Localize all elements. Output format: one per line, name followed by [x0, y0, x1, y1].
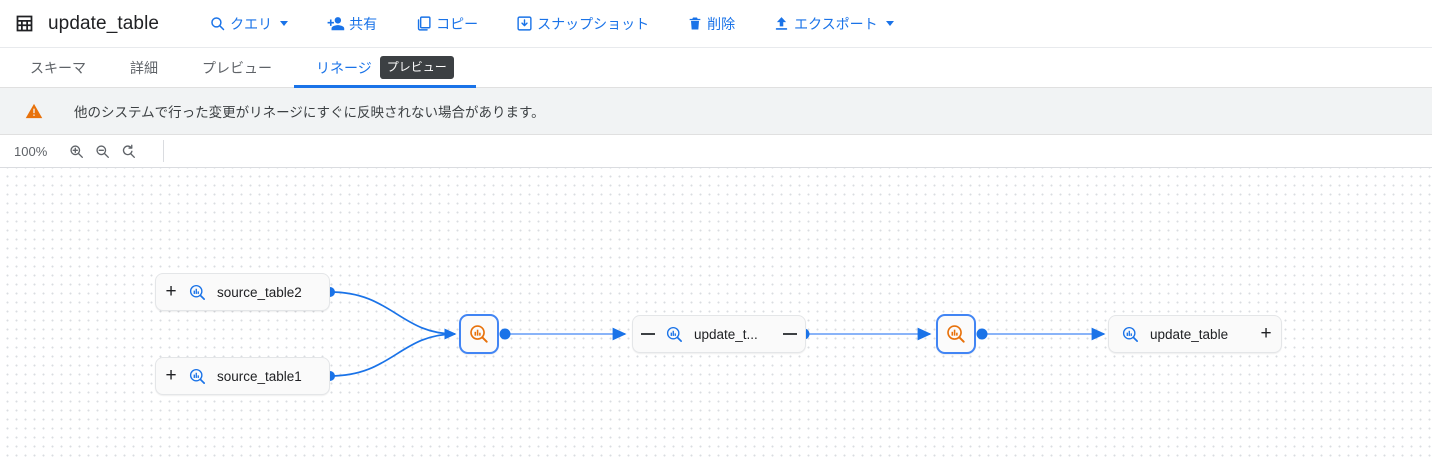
expand-toggle[interactable]: + [1260, 323, 1272, 344]
minus-icon [783, 333, 797, 335]
query-label: クエリ [230, 15, 273, 32]
node-label: source_table2 [217, 284, 302, 300]
bigquery-table-icon [188, 283, 207, 302]
edge-port-out [499, 328, 511, 340]
node-label: update_table [1150, 326, 1229, 342]
collapse-toggle-left[interactable] [633, 333, 663, 335]
tab-details-label: 詳細 [130, 59, 158, 76]
tab-schema-label: スキーマ [30, 59, 86, 76]
lineage-node-source-table1[interactable]: + source_table1 [155, 357, 330, 395]
upload-icon [773, 15, 790, 32]
bigquery-table-icon [665, 325, 684, 344]
node-label: update_t... [694, 326, 758, 342]
zoom-reset-icon[interactable] [115, 138, 141, 164]
edge-source1-process1 [329, 328, 457, 377]
collapse-toggle-right[interactable] [775, 333, 805, 335]
zoom-in-icon[interactable] [63, 138, 89, 164]
page-title: update_table [48, 12, 160, 34]
toolbar-divider [163, 140, 165, 162]
chevron-down-icon [280, 21, 289, 26]
toolbar-actions: クエリ 共有 コピー [199, 8, 904, 40]
preview-badge: プレビュー [379, 56, 454, 79]
delete-label: 削除 [707, 15, 736, 32]
tab-details[interactable]: 詳細 [108, 48, 180, 87]
copy-button[interactable]: コピー [405, 8, 488, 40]
tab-lineage[interactable]: リネージ プレビュー [294, 48, 476, 88]
expand-toggle[interactable]: + [165, 365, 177, 386]
node-label: source_table1 [217, 368, 302, 384]
chevron-down-icon [885, 21, 894, 26]
snapshot-button[interactable]: スナップショット [506, 8, 659, 40]
share-button[interactable]: 共有 [316, 8, 387, 40]
tab-preview-label: プレビュー [202, 59, 272, 76]
export-button[interactable]: エクスポート [763, 8, 904, 40]
zoom-toolbar: 100% [0, 135, 1432, 168]
copy-icon [415, 15, 432, 32]
lineage-warning-banner: 他のシステムで行った変更がリネージにすぐに反映されない場合があります。 [0, 88, 1432, 135]
snapshot-icon [516, 15, 533, 32]
lineage-canvas[interactable]: + source_table2 + [0, 168, 1432, 462]
minus-icon [641, 333, 655, 335]
person-add-icon [326, 15, 345, 32]
warning-triangle-icon [25, 103, 43, 119]
tab-lineage-label: リネージ [316, 59, 372, 76]
warning-text: 他のシステムで行った変更がリネージにすぐに反映されない場合があります。 [74, 105, 545, 120]
tab-bar: スキーマ 詳細 プレビュー リネージ プレビュー [0, 48, 1432, 88]
tab-schema[interactable]: スキーマ [8, 48, 108, 87]
search-icon [209, 15, 226, 32]
bigquery-job-icon [945, 323, 967, 345]
table-grid-icon [12, 12, 36, 36]
page-header: update_table クエリ 共有 [0, 0, 1432, 48]
tab-preview[interactable]: プレビュー [180, 48, 294, 87]
zoom-level-label: 100% [14, 143, 48, 159]
delete-button[interactable]: 削除 [677, 8, 745, 40]
lineage-node-update-t-mid[interactable]: update_t... [632, 315, 806, 353]
edge-source2-process1 [329, 291, 457, 340]
query-button[interactable]: クエリ [199, 8, 298, 40]
bigquery-job-icon [468, 323, 490, 345]
bigquery-table-icon [188, 367, 207, 386]
lineage-node-process-1[interactable] [459, 314, 499, 354]
bigquery-table-icon [1121, 325, 1140, 344]
lineage-node-process-2[interactable] [936, 314, 976, 354]
edge-port-out [976, 328, 988, 340]
snapshot-label: スナップショット [537, 15, 650, 32]
lineage-node-source-table2[interactable]: + source_table2 [155, 273, 330, 311]
share-label: 共有 [349, 15, 378, 32]
copy-label: コピー [436, 15, 479, 32]
export-label: エクスポート [794, 15, 878, 32]
expand-toggle[interactable]: + [165, 281, 177, 302]
zoom-out-icon[interactable] [89, 138, 115, 164]
trash-icon [687, 15, 703, 32]
lineage-node-update-table[interactable]: update_table + [1108, 315, 1282, 353]
